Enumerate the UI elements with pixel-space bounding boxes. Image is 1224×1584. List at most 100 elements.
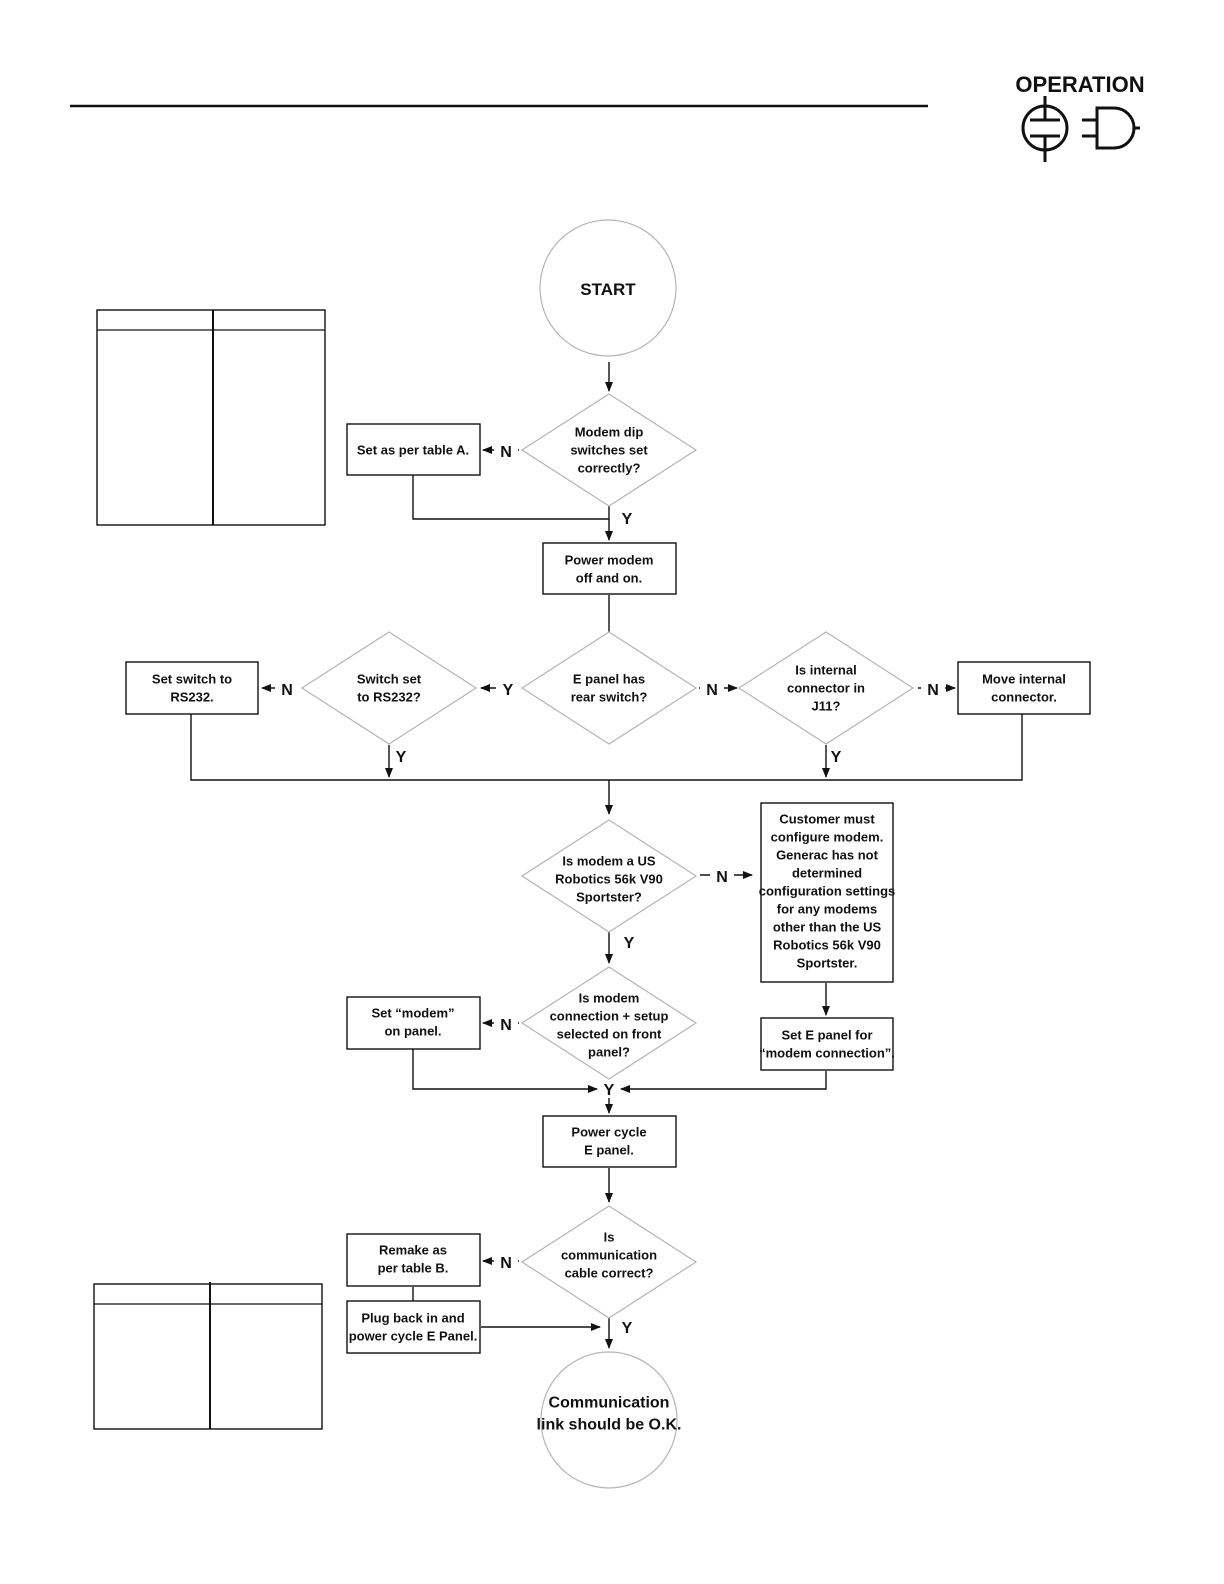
us-robotics-label-line: Is modem a US xyxy=(562,854,656,869)
decision-us-robotics xyxy=(520,819,698,933)
decision-modem-connection xyxy=(520,966,698,1080)
yes-label: Y xyxy=(396,749,407,766)
no-label: N xyxy=(716,869,728,886)
plug-back-label: Plug back in and power cycle E Panel. xyxy=(349,1311,478,1344)
no-label: N xyxy=(706,682,718,699)
rs232-question-label-line: Switch set xyxy=(357,672,422,687)
decision-cable xyxy=(520,1205,698,1319)
move-internal-label: Move internal connector. xyxy=(982,672,1066,705)
process-power-cycle xyxy=(542,1115,677,1168)
cable-question-label-line: cable correct? xyxy=(565,1266,654,1281)
set-epanel-label: Set E panel for “modem connection”. xyxy=(759,1028,895,1061)
modem-connection-label: Is modem connection + setup selected on fr… xyxy=(550,991,669,1060)
modem-connection-label-line: panel? xyxy=(588,1045,630,1060)
yes-label: Y xyxy=(604,1082,615,1099)
customer-configure-label-line: Customer must xyxy=(779,812,875,827)
remake-table-b-label-line: per table B. xyxy=(378,1261,449,1276)
set-epanel-label-line: “modem connection”. xyxy=(759,1046,895,1061)
set-epanel-label-line: Set E panel for xyxy=(781,1028,872,1043)
remake-table-b-label: Remake as per table B. xyxy=(378,1243,449,1276)
end-node xyxy=(540,1351,678,1489)
set-modem-label-line: Set “modem” xyxy=(371,1006,454,1021)
process-move-internal xyxy=(957,661,1091,715)
customer-configure-label-line: configure modem. xyxy=(771,830,884,845)
dip-switches-label-line: Modem dip xyxy=(575,425,644,440)
plug-icon xyxy=(1082,106,1140,150)
plug-back-label-line: power cycle E Panel. xyxy=(349,1329,478,1344)
yes-label: Y xyxy=(622,511,633,528)
set-rs232-label: Set switch to RS232. xyxy=(152,672,232,705)
rear-switch-label-line: rear switch? xyxy=(571,690,648,705)
customer-configure-label-line: for any modems xyxy=(777,902,877,917)
table-b xyxy=(93,1282,323,1430)
decision-rs232 xyxy=(300,631,478,745)
us-robotics-label-line: Robotics 56k V90 xyxy=(555,872,663,887)
yes-label: Y xyxy=(624,935,635,952)
plug-back-label-line: Plug back in and xyxy=(361,1311,464,1326)
internal-connector-label-line: connector in xyxy=(787,681,865,696)
move-internal-label-line: Move internal xyxy=(982,672,1066,687)
process-set-modem xyxy=(346,996,481,1050)
power-modem-label-line: Power modem xyxy=(565,553,654,568)
process-plug-back xyxy=(346,1300,481,1354)
move-internal-label-line: connector. xyxy=(991,690,1057,705)
process-set-rs232 xyxy=(125,661,259,715)
section-title: OPERATION xyxy=(1015,72,1144,97)
branch-labels: N Y Y N N N Y Y N Y N Y N Y xyxy=(275,440,945,1337)
customer-configure-label-line: configuration settings xyxy=(759,884,896,899)
generator-icon xyxy=(1021,96,1069,162)
set-modem-label-line: on panel. xyxy=(384,1024,441,1039)
set-table-a-label: Set as per table A. xyxy=(357,443,469,458)
set-rs232-label-line: RS232. xyxy=(170,690,213,705)
remake-table-b-label-line: Remake as xyxy=(379,1243,447,1258)
set-table-a-label-line: Set as per table A. xyxy=(357,443,469,458)
power-modem-label-line: off and on. xyxy=(576,571,642,586)
dip-switches-label-line: correctly? xyxy=(578,461,641,476)
decision-dip-switches xyxy=(520,393,698,507)
no-label: N xyxy=(281,682,293,699)
customer-configure-label: Customer must configure modem. Generac has… xyxy=(759,812,896,971)
table-a xyxy=(96,309,326,526)
us-robotics-label-line: Sportster? xyxy=(576,890,642,905)
nodes xyxy=(125,219,1091,1489)
customer-configure-label-line: Generac has not xyxy=(776,848,879,863)
node-labels: START Modem dip switches set correctly? Set… xyxy=(152,280,1066,1434)
modem-connection-label-line: selected on front xyxy=(557,1027,662,1042)
process-power-modem xyxy=(542,542,677,595)
customer-configure-label-line: Robotics 56k V90 xyxy=(773,938,881,953)
start-node xyxy=(539,219,677,357)
no-label: N xyxy=(927,682,939,699)
customer-configure-label-line: determined xyxy=(792,866,862,881)
rear-switch-label: E panel has rear switch? xyxy=(571,672,648,705)
customer-configure-label-line: other than the US xyxy=(773,920,882,935)
power-cycle-label-line: E panel. xyxy=(584,1143,634,1158)
internal-connector-label-line: J11? xyxy=(812,699,841,714)
yes-label: Y xyxy=(622,1320,633,1337)
decision-internal-connector xyxy=(737,631,915,745)
process-customer-configure xyxy=(760,802,894,983)
dip-switches-label-line: switches set xyxy=(570,443,648,458)
rear-switch-label-line: E panel has xyxy=(573,672,645,687)
power-modem-label: Power modem off and on. xyxy=(565,553,654,586)
modem-connection-label-line: connection + setup xyxy=(550,1009,669,1024)
yes-label: Y xyxy=(831,749,842,766)
process-set-table-a xyxy=(346,423,481,476)
no-label: N xyxy=(500,444,512,461)
no-label: N xyxy=(500,1255,512,1272)
rs232-question-label: Switch set to RS232? xyxy=(357,672,422,705)
end-label-line: Communication xyxy=(549,1395,670,1412)
modem-connection-label-line: Is modem xyxy=(579,991,640,1006)
process-remake-table-b xyxy=(346,1233,481,1287)
cable-question-label-line: communication xyxy=(561,1248,657,1263)
yes-label: Y xyxy=(503,682,514,699)
decision-rear-switch xyxy=(520,631,698,745)
start-label: START xyxy=(580,280,636,299)
connectors xyxy=(190,362,1023,1349)
set-rs232-label-line: Set switch to xyxy=(152,672,232,687)
rs232-question-label-line: to RS232? xyxy=(357,690,421,705)
